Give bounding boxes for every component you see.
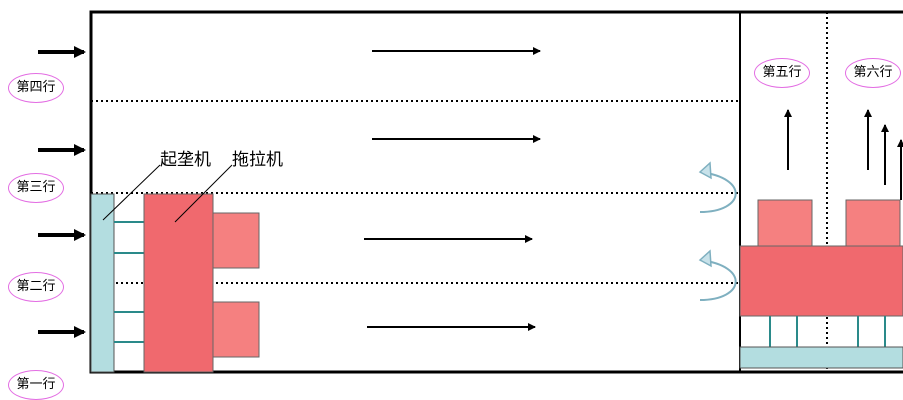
row-label-1: 第一行: [8, 370, 64, 400]
u-turn-path-lower: [699, 259, 737, 301]
crane-bar-right: [739, 346, 903, 369]
row-label-5: 第五行: [754, 58, 810, 88]
u-turn-path-upper: [699, 171, 737, 213]
row-label-6: 第六行: [845, 58, 901, 88]
tractor-body-right: [739, 245, 903, 317]
tractor-label: 拖拉机: [232, 150, 283, 170]
tractor-cab-right-1: [757, 199, 813, 247]
u-turn-arrow-lower-icon: [698, 249, 712, 268]
tractor-cab-right-2: [845, 199, 901, 247]
crane-label: 起垄机: [160, 150, 211, 170]
crane-callout-line: [102, 164, 161, 221]
tractor-cab-lower: [212, 301, 260, 358]
row-label-2: 第二行: [8, 272, 64, 302]
tractor-cab-upper: [212, 212, 260, 269]
u-turn-arrow-upper-icon: [698, 161, 712, 180]
tractor-callout-line: [174, 164, 233, 223]
row-label-3: 第三行: [8, 173, 64, 203]
row-label-4: 第四行: [8, 73, 64, 103]
tractor-body: [143, 193, 214, 373]
crane-bar: [90, 193, 115, 373]
